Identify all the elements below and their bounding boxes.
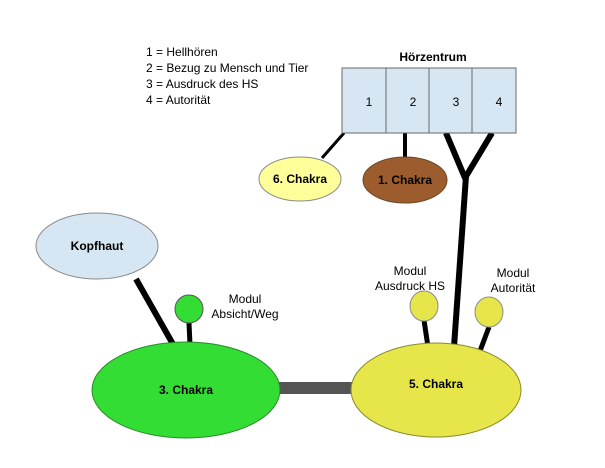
connectors xyxy=(133,131,495,394)
hoerzentrum-segment-4: 4 xyxy=(496,95,503,109)
hoerzentrum-segment-1: 1 xyxy=(366,95,373,109)
module-absicht-node: Modul Absicht/Weg xyxy=(174,292,279,324)
connector-fork-chakra5 xyxy=(451,175,469,348)
chakra-6-node: 6. Chakra xyxy=(258,156,342,202)
legend-line-4: 4 = Autorität xyxy=(146,93,211,107)
module-autoritaet-shape xyxy=(474,296,504,328)
hoerzentrum-segment-2: 2 xyxy=(410,95,417,109)
chakra-1-shape xyxy=(362,156,448,204)
chakra-1-node: 1. Chakra xyxy=(362,156,448,204)
legend-line-3: 3 = Ausdruck des HS xyxy=(146,77,258,91)
connector-kopfhaut-chakra3 xyxy=(133,277,177,348)
chakra-5-shape xyxy=(350,342,522,438)
connector-absicht-chakra3 xyxy=(186,322,193,346)
module-absicht-label-1: Modul xyxy=(229,292,262,306)
hoerzentrum: Hörzentrum 1 2 3 4 xyxy=(341,50,517,134)
module-absicht-shape xyxy=(174,294,204,324)
kopfhaut-shape xyxy=(35,212,159,280)
module-autoritaet-label-1: Modul xyxy=(497,266,530,280)
connector-seg1-chakra6 xyxy=(320,132,346,159)
chakra-5-label: 5. Chakra xyxy=(409,377,463,391)
connector-ausdruck-chakra5 xyxy=(421,319,431,348)
chakra-5-node: 5. Chakra xyxy=(350,342,522,438)
module-ausdruck-shape xyxy=(409,290,439,322)
connector-autoritaet-chakra5 xyxy=(477,326,492,352)
legend: 1 = Hellhören 2 = Bezug zu Mensch und Ti… xyxy=(146,45,308,107)
chakra-6-label: 6. Chakra xyxy=(273,172,327,186)
module-ausdruck-label-1: Modul xyxy=(394,264,427,278)
module-autoritaet-node: Modul Autorität xyxy=(474,266,536,328)
legend-line-2: 2 = Bezug zu Mensch und Tier xyxy=(146,61,308,75)
kopfhaut-label: Kopfhaut xyxy=(71,239,124,253)
hoerzentrum-title: Hörzentrum xyxy=(399,50,466,64)
hoerzentrum-segment-3: 3 xyxy=(453,95,460,109)
module-absicht-label-2: Absicht/Weg xyxy=(211,307,278,321)
chakra-3-label: 3. Chakra xyxy=(159,383,213,397)
chakra-3-shape xyxy=(91,341,281,439)
module-autoritaet-label-2: Autorität xyxy=(491,281,536,295)
module-ausdruck-node: Modul Ausdruck HS xyxy=(375,264,445,322)
kopfhaut-node: Kopfhaut xyxy=(35,212,159,280)
chakra-6-shape xyxy=(258,156,342,202)
connector-seg3-fork xyxy=(443,131,495,181)
chakra-3-node: 3. Chakra xyxy=(91,341,281,439)
chakra-1-label: 1. Chakra xyxy=(378,173,432,187)
module-ausdruck-label-2: Ausdruck HS xyxy=(375,279,445,293)
legend-line-1: 1 = Hellhören xyxy=(146,45,218,59)
